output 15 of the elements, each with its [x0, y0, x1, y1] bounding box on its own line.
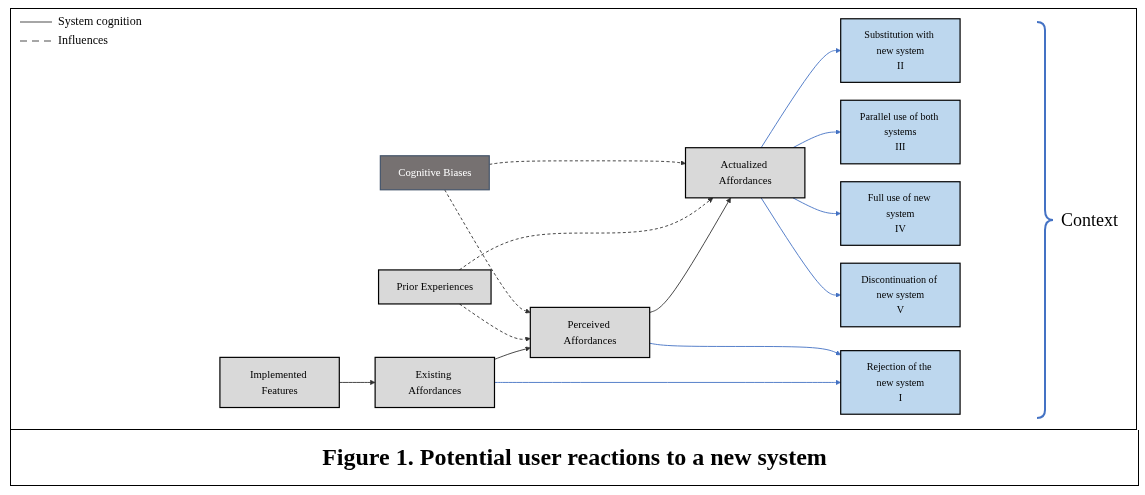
node-box: Existing Affordances — [374, 356, 496, 409]
node-box: Substitution with new system II — [840, 18, 961, 83]
node-box: Full use of new system IV — [840, 181, 961, 246]
legend-label: System cognition — [58, 14, 142, 29]
node-box: Cognitive Biases — [379, 155, 490, 191]
context-label: Context — [1061, 209, 1118, 231]
node-box: Perceived Affordances — [529, 306, 651, 359]
node-box: Discontinuation of new system V — [840, 262, 961, 328]
node-box: Rejection of the new system I — [840, 350, 961, 415]
node-box: Actualized Affordances — [684, 147, 806, 199]
figure-caption: Figure 1. Potential user reactions to a new system — [10, 430, 1139, 486]
node-box: Prior Experiences — [377, 269, 492, 305]
legend-label: Influences — [58, 33, 108, 48]
node-box: Parallel use of both systems III — [840, 99, 961, 165]
node-box: Implemented Features — [219, 356, 340, 409]
